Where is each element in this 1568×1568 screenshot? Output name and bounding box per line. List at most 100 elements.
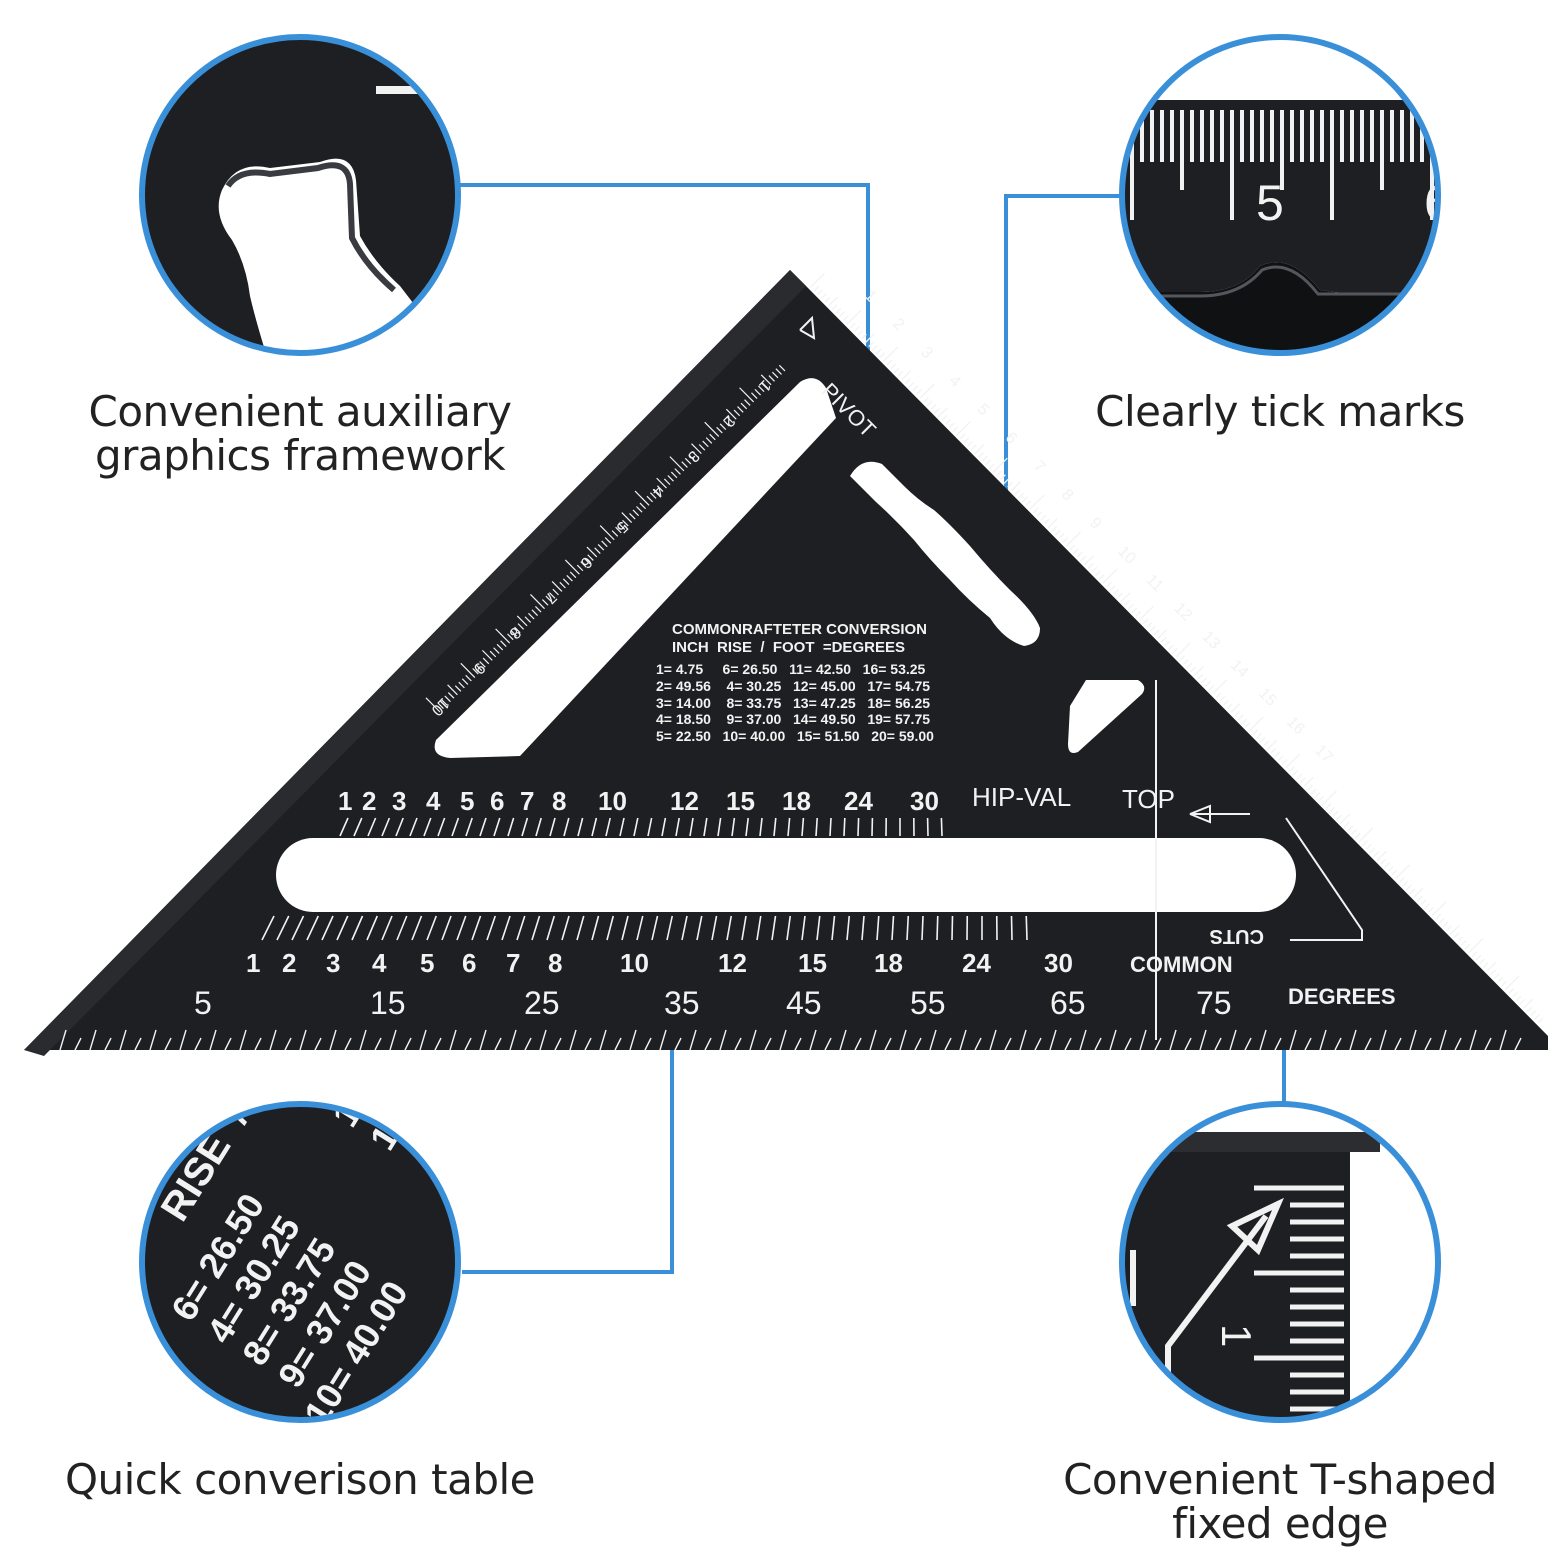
tick-mark — [996, 470, 1003, 477]
tick-mark — [580, 561, 587, 568]
tick-mark — [440, 698, 448, 706]
conversion-subtitle: INCH RISE / FOOT =DEGREES — [672, 639, 905, 656]
scale-number: 7 — [1030, 458, 1048, 476]
tick-mark — [1376, 850, 1387, 861]
tick-mark — [1332, 810, 1339, 817]
tick-mark — [1109, 1029, 1117, 1051]
bottom-edge-ticks — [59, 1029, 1522, 1051]
tick-mark — [1515, 995, 1522, 1002]
tick-mark — [941, 415, 948, 421]
zoom-arrow-icon — [1165, 1214, 1269, 1380]
tick-mark — [569, 571, 577, 579]
tick-mark — [817, 289, 823, 296]
tick-mark — [1043, 518, 1050, 525]
scale-number: 2 — [362, 786, 376, 816]
scale-number: 65 — [1050, 985, 1086, 1021]
tick-mark — [929, 1029, 937, 1051]
tick-mark — [1314, 792, 1321, 799]
top-label: TOP — [1122, 784, 1175, 814]
tick-mark — [1241, 718, 1248, 725]
scale-number: 14 — [1227, 657, 1252, 682]
tick-mark — [945, 418, 951, 425]
tick-mark — [992, 457, 1008, 473]
tick-mark — [471, 915, 482, 941]
conversion-row: 5= 22.50 10= 40.00 15= 51.50 20= 59.00 — [656, 728, 934, 744]
scale-number: 11 — [1142, 571, 1166, 595]
tick-mark — [923, 396, 930, 403]
tick-mark — [717, 817, 722, 837]
tick-mark — [1274, 751, 1281, 758]
tick-mark — [666, 915, 674, 941]
tick-mark — [702, 440, 709, 448]
tick-mark — [1522, 998, 1534, 1009]
tick-mark — [434, 1037, 442, 1051]
tick-mark — [284, 1037, 292, 1051]
tick-mark — [999, 474, 1006, 481]
tick-mark — [1199, 1029, 1207, 1051]
scale-number: 2 — [282, 948, 296, 978]
tick-mark — [1394, 1037, 1402, 1051]
tick-mark — [719, 423, 727, 430]
caption-line: Clearly tick marks — [1095, 387, 1465, 436]
scale-number: 15 — [798, 948, 827, 978]
tick-mark — [1004, 1037, 1012, 1051]
tick-mark — [224, 1037, 232, 1051]
tick-mark — [629, 1029, 637, 1051]
tick-mark — [787, 817, 791, 837]
tick-mark — [1179, 655, 1186, 662]
tick-mark — [741, 915, 747, 941]
tick-mark — [374, 1037, 382, 1051]
scale-number: 13 — [1199, 628, 1224, 653]
tick-mark — [591, 817, 598, 837]
tick-mark — [940, 817, 943, 837]
tick-mark — [1296, 773, 1303, 780]
tick-mark — [1047, 518, 1058, 529]
tick-mark — [545, 595, 552, 603]
tick-mark — [404, 1037, 412, 1051]
tick-mark — [1289, 1029, 1297, 1051]
tick-mark — [1201, 677, 1207, 684]
tick-mark — [1504, 975, 1520, 991]
tick-mark — [1069, 544, 1076, 551]
tick-mark — [1299, 777, 1306, 784]
tick-mark — [1398, 877, 1405, 884]
tick-mark — [1113, 588, 1120, 595]
scale-number: 12 — [1171, 600, 1196, 625]
tick-mark — [562, 578, 570, 585]
tick-mark — [367, 817, 377, 837]
tick-mark — [632, 509, 640, 517]
tick-mark — [1157, 629, 1168, 640]
caption-line: fixed edge — [1172, 1499, 1388, 1548]
tick-mark — [601, 540, 608, 548]
tick-mark — [771, 915, 777, 941]
tick-mark — [563, 817, 570, 837]
tick-mark — [773, 817, 777, 837]
tick-mark — [1058, 533, 1065, 540]
tick-mark — [764, 1037, 772, 1051]
tick-mark — [639, 502, 647, 510]
tick-mark — [1169, 1029, 1177, 1051]
tick-mark — [496, 643, 504, 651]
tick-mark — [1018, 492, 1025, 499]
tick-mark — [934, 407, 941, 414]
tick-mark — [1358, 827, 1374, 843]
tick-mark — [1446, 925, 1453, 932]
tick-mark — [1025, 915, 1028, 941]
tick-mark — [1079, 1029, 1087, 1051]
tick-mark — [1135, 611, 1142, 617]
tick-mark — [482, 657, 490, 665]
zoom-ticks-circle: 5 6 — [1119, 34, 1441, 356]
tick-mark — [1281, 758, 1288, 765]
tick-mark — [704, 421, 720, 437]
tick-mark — [622, 519, 629, 527]
tick-mark — [1120, 592, 1131, 603]
tick-mark — [605, 817, 611, 837]
tick-mark — [869, 1029, 877, 1051]
zoom-ring — [139, 34, 461, 356]
tick-mark — [541, 599, 549, 606]
tick-mark — [1091, 566, 1098, 573]
tick-mark — [1431, 901, 1447, 917]
zoomed-edge-ticks — [1254, 1185, 1344, 1412]
tick-mark — [723, 419, 730, 427]
tick-mark — [824, 296, 831, 303]
